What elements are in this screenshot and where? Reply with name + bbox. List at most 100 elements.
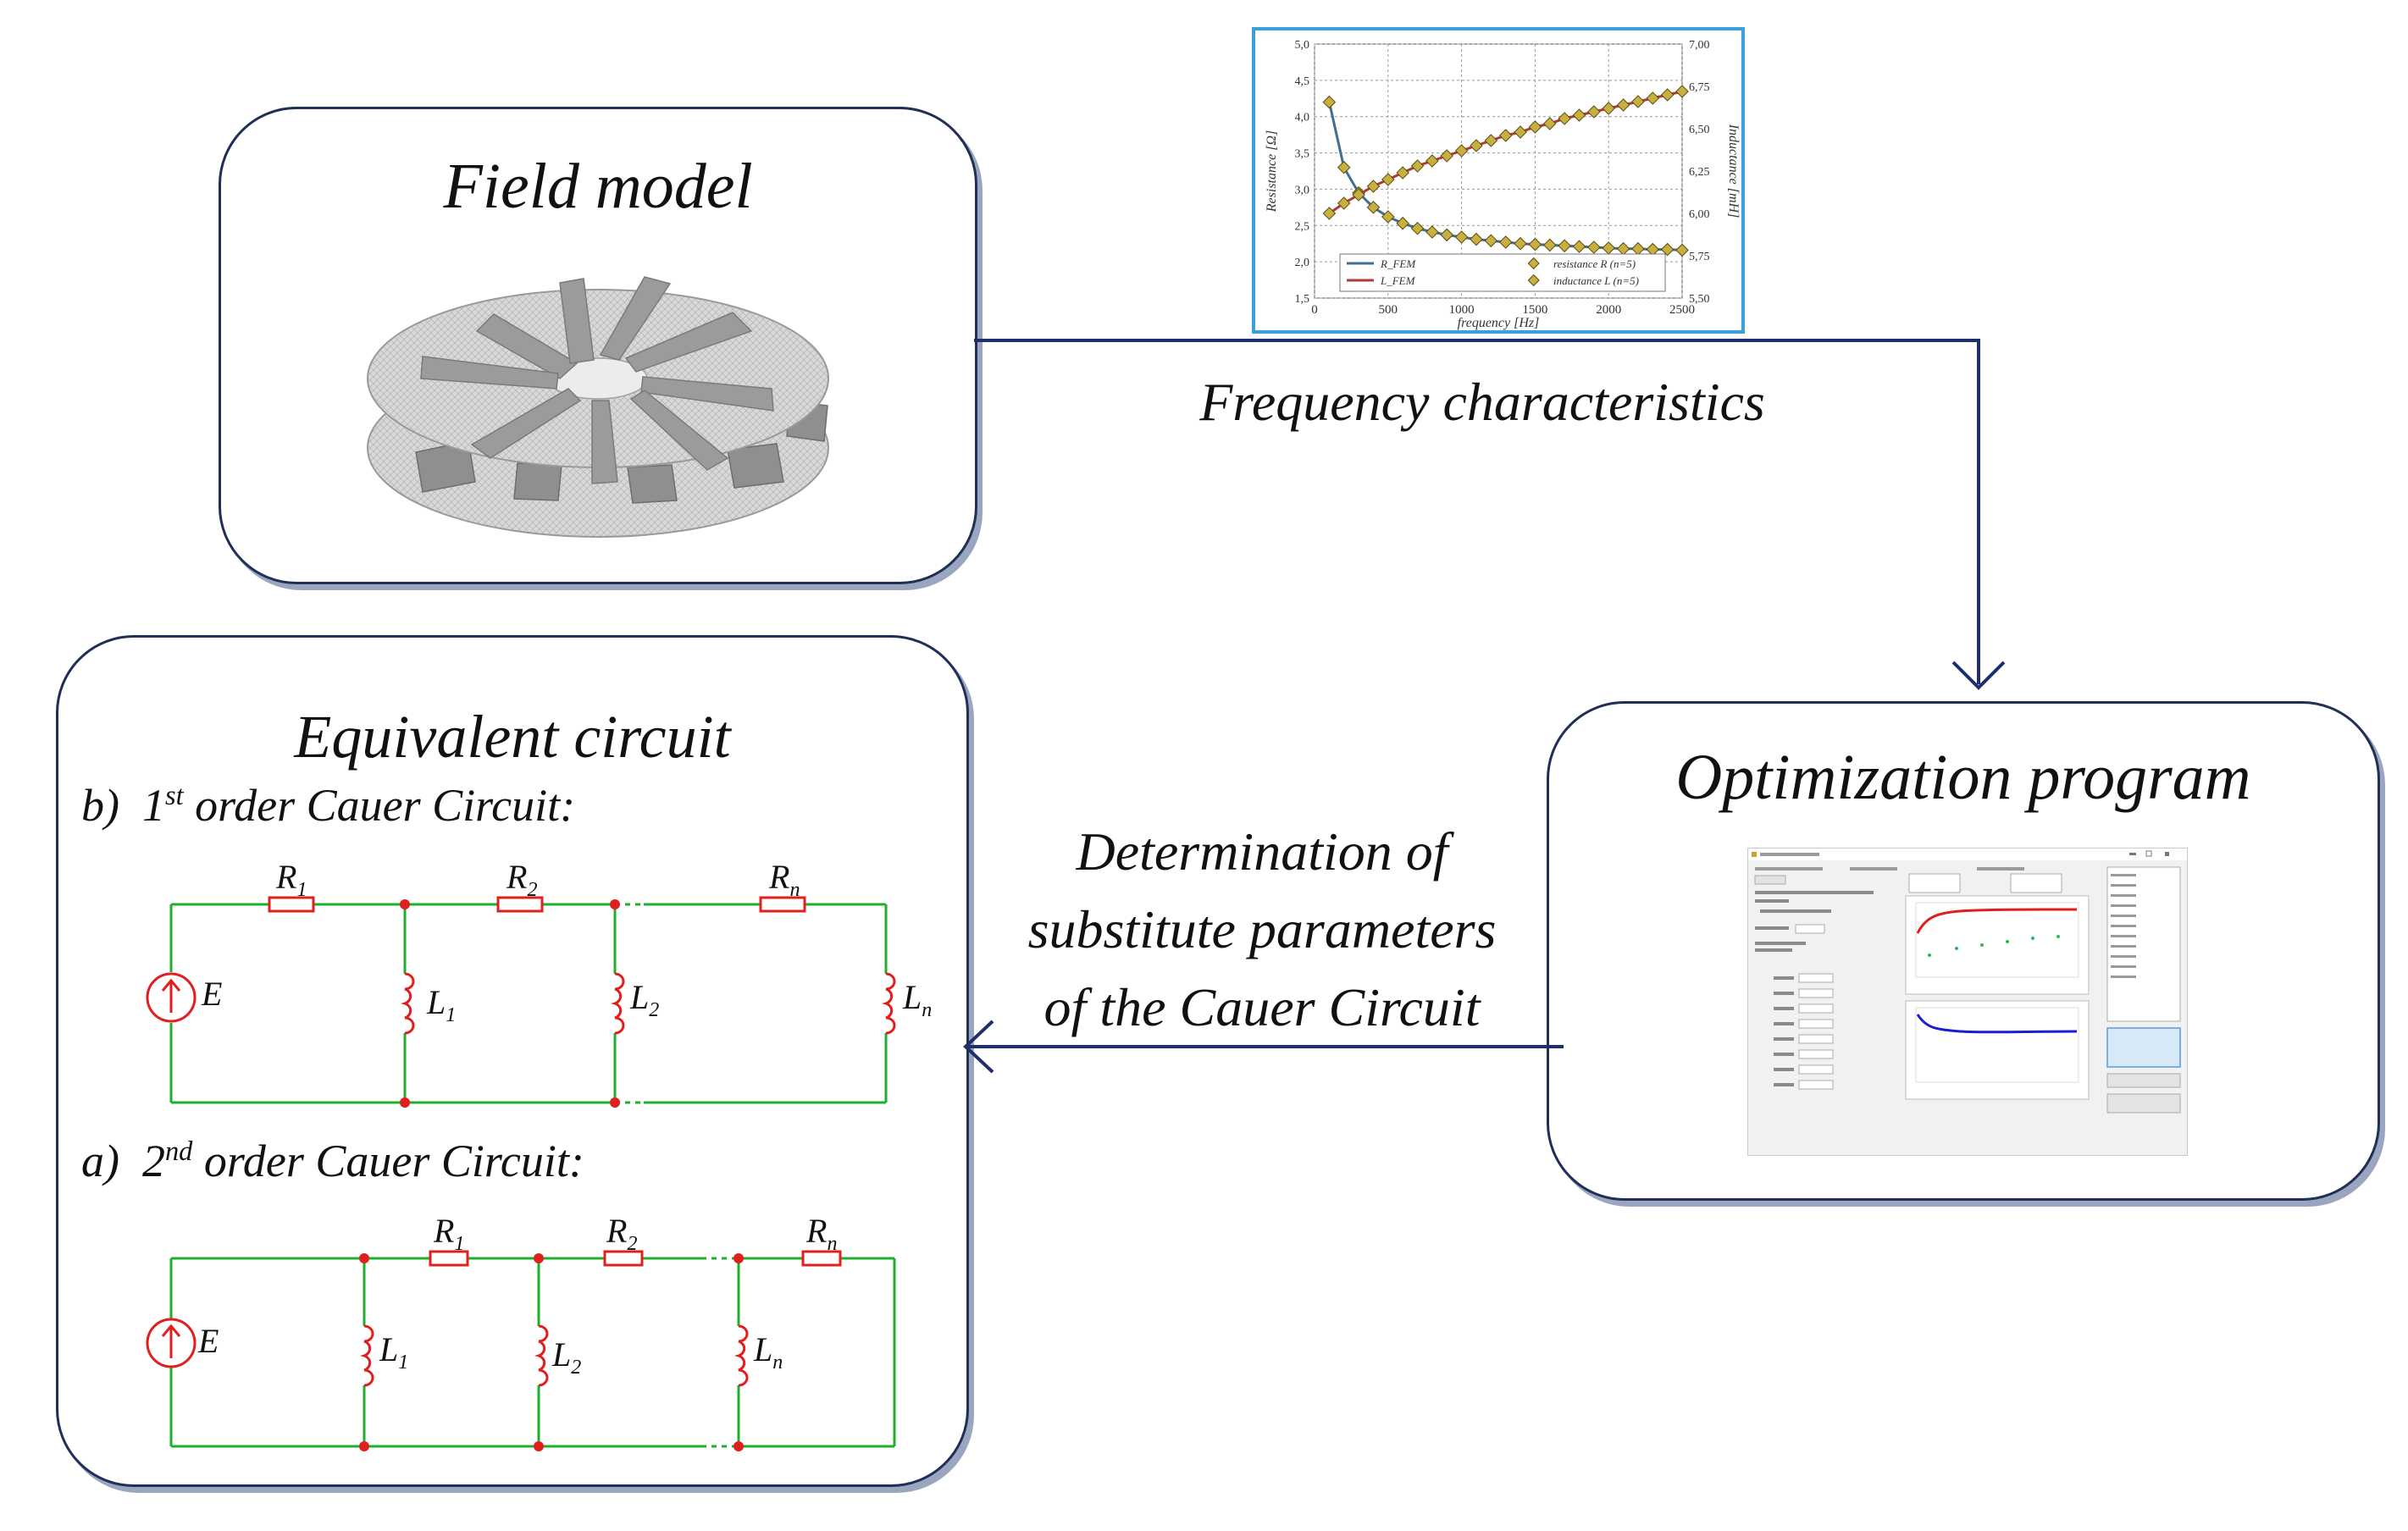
legend-label: inductance L (n=5) — [1553, 274, 1639, 287]
y2-tick-label: 7,00 — [1689, 39, 1710, 52]
y2-tick-label: 6,00 — [1689, 208, 1710, 221]
data-point — [1396, 166, 1409, 180]
data-point — [1646, 91, 1660, 105]
y-tick-label: 1,5 — [1295, 293, 1310, 306]
field-model-title: Field model — [443, 151, 753, 222]
field-model-render — [367, 276, 829, 538]
label-L2-2: L2 — [552, 1335, 582, 1379]
data-point — [1528, 120, 1542, 134]
label-Ln-1: Ln — [903, 978, 933, 1021]
y-tick-label: 4,5 — [1295, 75, 1310, 88]
y2-axis-label: Inductance [mH] — [1726, 124, 1741, 218]
y-tick-label: 3,5 — [1295, 148, 1310, 161]
legend-label: R_FEM — [1380, 257, 1416, 270]
frequency-characteristics-label: Frequency characteristics — [1199, 372, 1765, 432]
legend-label: resistance R (n=5) — [1553, 257, 1636, 270]
data-point — [1440, 228, 1454, 242]
y2-tick-label: 5,75 — [1689, 251, 1710, 263]
x-tick-label: 500 — [1379, 303, 1398, 317]
data-point — [1337, 196, 1351, 210]
label-R1-1: R1 — [276, 858, 307, 901]
data-point — [1410, 159, 1425, 173]
data-point — [1396, 216, 1409, 230]
data-point — [1572, 240, 1586, 253]
data-point — [1410, 221, 1425, 235]
data-point — [1425, 154, 1439, 168]
label-Ln-2: Ln — [754, 1330, 783, 1373]
data-point — [1484, 134, 1498, 147]
data-point — [1425, 225, 1439, 239]
data-point — [1514, 125, 1527, 139]
label-L1-2: L1 — [379, 1330, 409, 1373]
first-order-caption: b) 1st order Cauer Circuit: — [81, 780, 576, 831]
data-point — [1602, 241, 1615, 255]
data-point — [1454, 144, 1469, 158]
equivalent-circuit-title: Equivalent circuit — [294, 703, 731, 771]
y-axis-label: Resistance [Ω] — [1265, 130, 1279, 213]
label-L2-1: L2 — [630, 978, 660, 1021]
y2-tick-label: 6,75 — [1689, 81, 1710, 94]
data-point — [1484, 234, 1498, 248]
y-tick-label: 2,0 — [1295, 257, 1310, 269]
data-point — [1660, 242, 1675, 257]
data-point — [1528, 237, 1542, 251]
second-order-caption: a) 2nd order Cauer Circuit: — [81, 1136, 584, 1186]
data-point — [1602, 102, 1615, 115]
label-Rn-1: Rn — [769, 858, 800, 901]
y-tick-label: 3,0 — [1295, 184, 1310, 196]
y2-tick-label: 5,50 — [1689, 293, 1710, 306]
data-point — [1322, 207, 1337, 220]
data-point — [1366, 201, 1381, 214]
data-point — [1514, 236, 1527, 251]
data-point — [1587, 240, 1601, 254]
data-point — [1322, 95, 1337, 109]
y2-tick-label: 6,25 — [1689, 166, 1710, 179]
label-R2-2: R2 — [606, 1212, 638, 1255]
data-point — [1675, 243, 1689, 257]
equivalent-circuit-box: Equivalent circuit — [56, 635, 969, 1487]
legend-label: L_FEM — [1380, 274, 1416, 287]
data-point — [1558, 239, 1571, 253]
data-point — [1675, 85, 1689, 98]
data-point — [1454, 230, 1469, 244]
optimization-program-box: Optimization program — [1547, 701, 2380, 1201]
x-tick-label: 1000 — [1449, 303, 1475, 317]
data-point — [1470, 232, 1483, 246]
data-point — [1470, 139, 1483, 152]
data-point — [1381, 210, 1395, 224]
x-tick-label: 1500 — [1522, 303, 1547, 317]
legend-swatch — [1527, 274, 1540, 287]
data-point — [1660, 88, 1675, 102]
data-point — [1631, 241, 1645, 256]
data-point — [1440, 149, 1454, 163]
x-axis-label: frequency [Hz] — [1458, 316, 1540, 330]
y-tick-label: 4,0 — [1295, 112, 1310, 124]
data-point — [1587, 105, 1601, 119]
determination-label: Determination of substitute parameters o… — [1027, 821, 1497, 1037]
legend-box — [1339, 253, 1666, 292]
data-point — [1631, 95, 1645, 108]
data-point — [1616, 241, 1630, 256]
data-point — [1366, 180, 1381, 193]
data-point — [1352, 188, 1365, 202]
x-tick-label: 0 — [1311, 303, 1318, 317]
legend-swatch — [1527, 257, 1540, 270]
label-R2-1: R2 — [507, 858, 538, 901]
field-model-box: Field model — [219, 107, 977, 584]
y-tick-label: 5,0 — [1295, 39, 1310, 52]
y-tick-label: 2,5 — [1295, 220, 1310, 233]
data-point — [1572, 108, 1586, 122]
data-point — [1498, 235, 1513, 249]
data-point — [1542, 238, 1557, 252]
x-tick-label: 2000 — [1596, 303, 1621, 317]
label-E-1: E — [202, 975, 223, 1013]
label-L1-1: L1 — [427, 983, 457, 1026]
data-point — [1558, 112, 1571, 125]
label-E-2: E — [198, 1322, 219, 1360]
label-R1-2: R1 — [434, 1212, 465, 1255]
data-point — [1498, 129, 1513, 142]
optimization-app-thumbnail — [1747, 848, 2188, 1156]
data-point — [1381, 173, 1395, 186]
